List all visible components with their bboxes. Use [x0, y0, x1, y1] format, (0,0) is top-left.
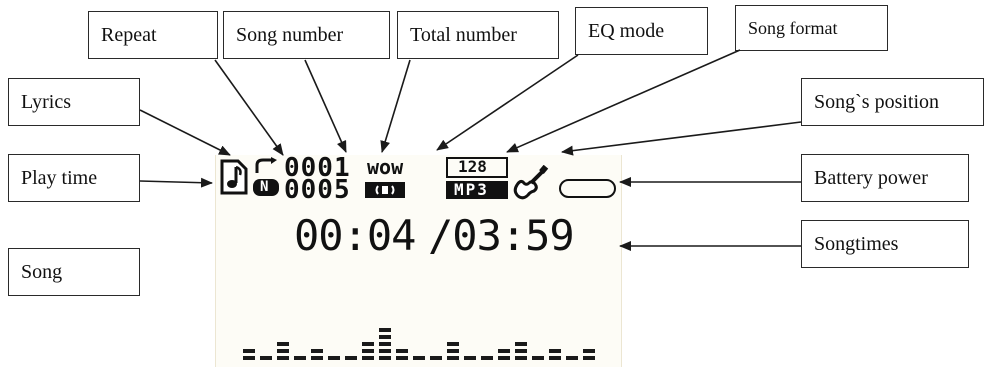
lyrics-label: Lyrics — [8, 78, 140, 126]
total-number-display: 0005 — [284, 175, 351, 205]
battery-power-label: Battery power — [801, 154, 969, 202]
spectrum-bar — [379, 328, 391, 360]
spectrum-bar — [566, 356, 578, 360]
arrow-play-time — [139, 177, 213, 188]
repeat-icon — [255, 157, 277, 173]
total-number-label: Total number — [397, 11, 559, 59]
spectrum-visualizer — [243, 328, 595, 360]
spectrum-bar — [294, 356, 306, 360]
spectrum-bar — [243, 349, 255, 360]
spectrum-bar — [277, 342, 289, 360]
spectrum-bar — [464, 356, 476, 360]
spectrum-bar — [481, 356, 493, 360]
eq-mode-label: EQ mode — [575, 7, 708, 55]
song-label: Song — [8, 248, 140, 296]
lyrics-music-note-icon — [220, 159, 248, 195]
spectrum-bar — [311, 349, 323, 360]
arrow-song-format — [506, 49, 741, 153]
spectrum-bar — [515, 342, 527, 360]
bitrate-box — [446, 157, 508, 178]
arrow-eq-mode — [436, 54, 579, 151]
spectrum-bar — [362, 342, 374, 360]
eq-mode-display: WOW — [367, 155, 404, 179]
spectrum-bar — [345, 356, 357, 360]
arrow-total-number — [380, 59, 411, 153]
elapsed-time: 00:04 — [294, 211, 416, 260]
lcd-screen: N 0001 0005 WOW 128 MP3 00:04 /03:59 — [215, 155, 622, 367]
spectrum-bar — [413, 356, 425, 360]
songs-position-label: Song`s position — [801, 78, 984, 126]
repeat-mode-badge — [253, 179, 279, 196]
battery-icon — [559, 179, 616, 198]
guitar-icon — [513, 165, 549, 200]
bitrate-display: 128 — [458, 157, 487, 176]
song-number-display: 0001 — [284, 153, 351, 183]
song-format-label: Song format — [735, 5, 888, 51]
format-display: MP3 — [454, 180, 489, 199]
song-number-label: Song number — [223, 11, 390, 59]
spectrum-bar — [430, 356, 442, 360]
arrow-lyrics — [139, 109, 231, 156]
spectrum-bar — [328, 356, 340, 360]
spectrum-bar — [549, 349, 561, 360]
repeat-label: Repeat — [88, 11, 218, 59]
format-badge — [446, 181, 508, 199]
total-time: /03:59 — [428, 211, 575, 260]
spectrum-bar — [447, 342, 459, 360]
spectrum-bar — [396, 349, 408, 360]
spectrum-bar — [260, 356, 272, 360]
spectrum-bar — [498, 349, 510, 360]
arrow-songs-position — [561, 121, 802, 156]
spectrum-bar — [583, 349, 595, 360]
arrow-song-number — [304, 59, 347, 153]
play-time-label: Play time — [8, 154, 140, 202]
songtimes-label: Songtimes — [801, 220, 969, 268]
spectrum-bar — [532, 356, 544, 360]
eq-speaker-icon — [375, 185, 395, 195]
repeat-mode-text: N — [260, 179, 269, 195]
arrow-repeat — [214, 59, 284, 156]
